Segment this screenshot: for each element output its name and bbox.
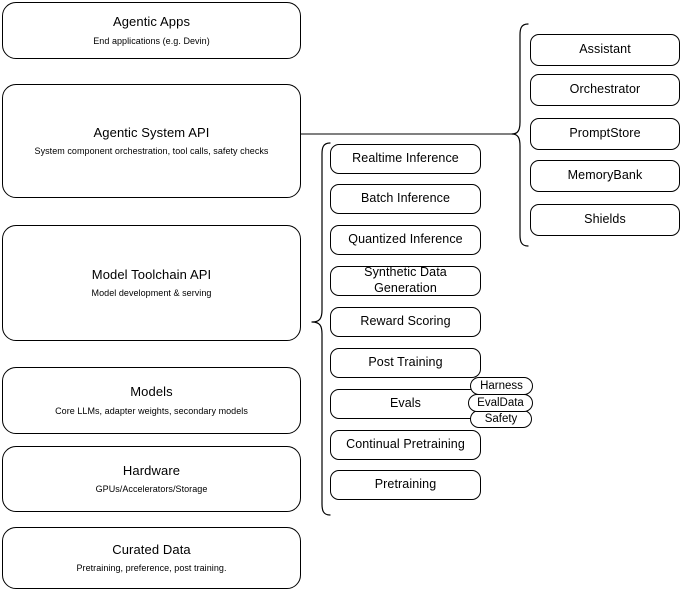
layer-hardware[interactable]: Hardware GPUs/Accelerators/Storage (2, 446, 301, 512)
layer-model-toolchain-api[interactable]: Model Toolchain API Model development & … (2, 225, 301, 341)
component-assistant[interactable]: Assistant (530, 34, 680, 66)
component-label: Shields (584, 212, 626, 227)
component-label: MemoryBank (567, 168, 643, 183)
subcomponent-label: Safety (484, 413, 518, 425)
layer-title: Model Toolchain API (91, 266, 212, 282)
toolchain-post-training[interactable]: Post Training (330, 348, 481, 378)
component-label: Orchestrator (569, 82, 641, 97)
toolchain-batch-inference[interactable]: Batch Inference (330, 184, 481, 214)
subcomponent-label: Harness (480, 380, 523, 392)
component-label: Batch Inference (360, 191, 451, 206)
toolchain-pretraining[interactable]: Pretraining (330, 470, 481, 500)
system-api-connector-line (301, 128, 515, 140)
toolchain-quantized-inference[interactable]: Quantized Inference (330, 225, 481, 255)
layer-subtitle: Pretraining, preference, post training. (76, 563, 227, 573)
layer-subtitle: System component orchestration, tool cal… (34, 146, 269, 156)
layer-curated-data[interactable]: Curated Data Pretraining, preference, po… (2, 527, 301, 589)
layer-agentic-apps[interactable]: Agentic Apps End applications (e.g. Devi… (2, 2, 301, 59)
component-label: Evals (389, 396, 422, 411)
layer-subtitle: Model development & serving (91, 288, 212, 298)
evals-subcomponent-safety[interactable]: Safety (470, 410, 532, 428)
layer-title: Curated Data (112, 541, 191, 557)
component-label: Pretraining (374, 477, 437, 492)
component-memorybank[interactable]: MemoryBank (530, 160, 680, 192)
model-toolchain-brace (308, 140, 332, 520)
layer-models[interactable]: Models Core LLMs, adapter weights, secon… (2, 367, 301, 434)
component-shields[interactable]: Shields (530, 204, 680, 236)
component-label: Realtime Inference (352, 151, 459, 166)
toolchain-continual-pretraining[interactable]: Continual Pretraining (330, 430, 481, 460)
subcomponent-label: EvalData (477, 397, 524, 409)
component-label: Reward Scoring (360, 314, 451, 329)
layer-title: Models (130, 384, 173, 400)
toolchain-evals[interactable]: Evals (330, 389, 481, 419)
component-label: Post Training (368, 355, 443, 370)
layer-subtitle: GPUs/Accelerators/Storage (95, 484, 208, 494)
component-label: Quantized Inference (348, 232, 463, 247)
component-label: PromptStore (569, 126, 641, 141)
evals-subcomponent-harness[interactable]: Harness (470, 377, 533, 395)
system-api-brace (508, 22, 530, 250)
layer-title: Hardware (122, 462, 181, 478)
toolchain-reward-scoring[interactable]: Reward Scoring (330, 307, 481, 337)
component-orchestrator[interactable]: Orchestrator (530, 74, 680, 106)
toolchain-synthetic-data-generation[interactable]: Synthetic Data Generation (330, 265, 481, 296)
component-promptstore[interactable]: PromptStore (530, 118, 680, 150)
layer-title: Agentic Apps (112, 14, 191, 30)
layer-agentic-system-api[interactable]: Agentic System API System component orch… (2, 84, 301, 198)
component-label: Assistant (579, 42, 631, 57)
component-label: Synthetic Data Generation (364, 265, 447, 295)
evals-subcomponent-evaldata[interactable]: EvalData (468, 394, 533, 412)
component-label: Continual Pretraining (346, 437, 465, 452)
layer-title: Agentic System API (93, 124, 210, 140)
toolchain-realtime-inference[interactable]: Realtime Inference (330, 144, 481, 174)
layer-subtitle: Core LLMs, adapter weights, secondary mo… (55, 405, 248, 416)
layer-subtitle: End applications (e.g. Devin) (93, 35, 210, 46)
